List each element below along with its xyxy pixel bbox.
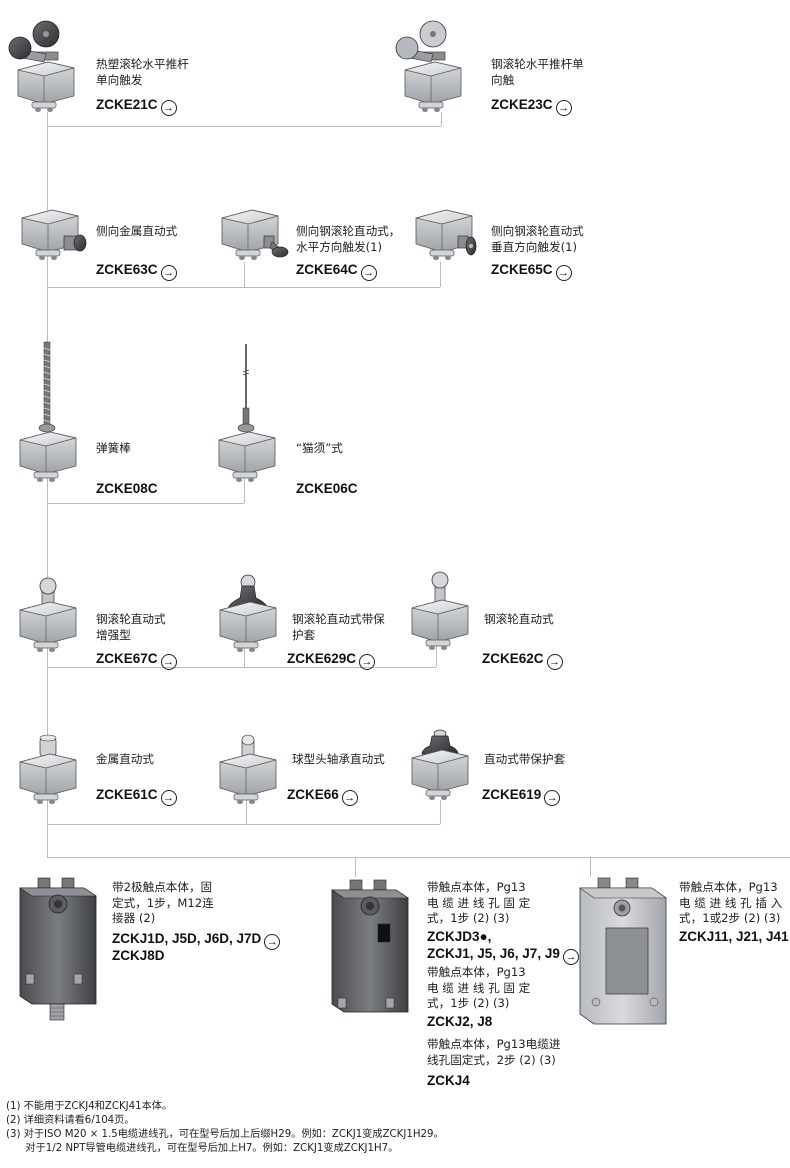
branch-line (355, 857, 356, 877)
arrow-circle-icon[interactable]: → (562, 949, 579, 965)
code-zcke23c[interactable]: ZCKE23C→ (491, 96, 572, 116)
arrow-circle-icon[interactable]: → (359, 654, 376, 670)
branch-line (244, 478, 245, 503)
product-image-zcke23c (393, 18, 475, 114)
desc-zcke08c: 弹簧棒 (96, 441, 131, 455)
desc-body-zckj4: 带触点本体，Pg13电缆进 线孔固定式，2步 (2) (3) (427, 1037, 561, 1067)
arrow-circle-icon[interactable]: → (555, 100, 572, 116)
branch-line (244, 262, 245, 287)
footnote-2: (2) 详细资料请看6/104页。 (6, 1115, 135, 1126)
desc-zcke629c: 钢滚轮直动式带保 护套 (292, 612, 385, 642)
code-zcke62c[interactable]: ZCKE62C→ (482, 650, 563, 670)
product-image-zckj11-body (576, 874, 676, 1044)
arrow-circle-icon[interactable]: → (160, 265, 177, 281)
row2-connector (47, 287, 440, 288)
arrow-circle-icon[interactable]: → (264, 934, 281, 950)
product-image-zcke61c (14, 728, 94, 804)
branch-line (440, 262, 441, 287)
code-zcke21c[interactable]: ZCKE21C→ (96, 96, 177, 116)
desc-body-zckjd3: 带触点本体，Pg13 电 缆 进 线 孔 固 定 式，1步 (2) (3) (427, 880, 531, 925)
arrow-circle-icon[interactable]: → (546, 654, 563, 670)
arrow-circle-icon[interactable]: → (341, 790, 358, 806)
product-image-zcke06c (212, 338, 292, 483)
desc-zcke619: 直动式带保护套 (484, 752, 566, 766)
desc-zcke67c: 钢滚轮直动式 增强型 (96, 612, 166, 642)
desc-zcke64c: 侧向钢滚轮直动式， 水平方向触发(1) (296, 224, 401, 254)
bodies-connector (47, 857, 790, 858)
code-zckj8d: ZCKJ8D (112, 948, 165, 963)
desc-body-zckj11: 带触点本体，Pg13 电 缆 进 线 孔 插 入 式，1或2步 (2) (3) (679, 880, 783, 925)
code-zcke619[interactable]: ZCKE619→ (482, 786, 561, 806)
code-zckj11: ZCKJ11, J21, J41 (679, 929, 789, 944)
product-image-zcke65c (408, 202, 488, 272)
product-image-zcke21c (6, 18, 88, 114)
desc-body-zckj2: 带触点本体，Pg13 电 缆 进 线 孔 固 定 式，1步 (2) (3) (427, 965, 531, 1010)
desc-zcke21c: 热塑滚轮水平推杆 单向触发 (96, 57, 189, 87)
product-image-zckj1-body (326, 876, 416, 1036)
code-zcke06c: ZCKE06C (296, 481, 358, 496)
product-image-zcke62c (406, 568, 486, 650)
product-image-zcke64c (214, 202, 294, 272)
main-trunk-line (47, 112, 48, 857)
code-zckj1[interactable]: ZCKJ1, J5, J6, J7, J9→ (427, 945, 579, 965)
branch-line (244, 645, 245, 667)
arrow-circle-icon[interactable]: → (160, 654, 177, 670)
code-zckj2: ZCKJ2, J8 (427, 1014, 493, 1029)
row3-connector (47, 503, 244, 504)
product-image-zcke629c (214, 572, 294, 652)
arrow-circle-icon[interactable]: → (360, 265, 377, 281)
product-image-zcke619 (406, 724, 486, 804)
code-zckjd3: ZCKJD3●, (427, 929, 492, 944)
product-image-zcke66 (214, 728, 294, 804)
desc-zcke61c: 金属直动式 (96, 752, 154, 766)
code-zcke61c[interactable]: ZCKE61C→ (96, 786, 177, 806)
code-zckj1d[interactable]: ZCKJ1D, J5D, J6D, J7D→ (112, 930, 281, 950)
desc-zcke23c: 钢滚轮水平推杆单 向触 (491, 57, 584, 87)
branch-line (246, 800, 247, 824)
product-image-zcke08c (14, 338, 94, 483)
code-zcke63c[interactable]: ZCKE63C→ (96, 261, 177, 281)
footnote-3-cont: 对于1/2 NPT导管电缆进线孔，可在型号后加上H7。例如：ZCKJ1变成ZCK… (6, 1143, 399, 1154)
product-image-zcke63c (14, 202, 94, 272)
desc-zcke63c: 侧向金属直动式 (96, 224, 178, 238)
arrow-circle-icon[interactable]: → (555, 265, 572, 281)
desc-zcke66: 球型头轴承直动式 (292, 752, 385, 766)
desc-zcke06c: “猫须”式 (296, 441, 343, 455)
arrow-circle-icon[interactable]: → (160, 100, 177, 116)
product-image-zckj1d-body (14, 874, 104, 1034)
branch-line (441, 112, 442, 126)
code-zckj4: ZCKJ4 (427, 1073, 470, 1088)
desc-zcke62c: 钢滚轮直动式 (484, 612, 554, 626)
code-zcke08c: ZCKE08C (96, 481, 158, 496)
product-image-zcke67c (14, 574, 94, 652)
desc-zcke65c: 侧向钢滚轮直动式 垂直方向触发(1) (491, 224, 584, 254)
desc-body-zckj1d: 带2极触点本体，固 定式，1步，M12连 接器 (2) (112, 880, 214, 925)
branch-line (590, 857, 591, 877)
row1-connector (47, 126, 441, 127)
row4-connector (47, 667, 436, 668)
footnote-3: (3) 对于ISO M20 × 1.5电缆进线孔，可在型号后加上后缀H29。例如… (6, 1129, 444, 1140)
code-zcke65c[interactable]: ZCKE65C→ (491, 261, 572, 281)
code-zcke64c[interactable]: ZCKE64C→ (296, 261, 377, 281)
arrow-circle-icon[interactable]: → (160, 790, 177, 806)
branch-line (440, 800, 441, 824)
branch-line (436, 645, 437, 667)
code-zcke629c[interactable]: ZCKE629C→ (287, 650, 376, 670)
footnote-1: (1) 不能用于ZCKJ4和ZCKJ41本体。 (6, 1101, 173, 1112)
arrow-circle-icon[interactable]: → (544, 790, 561, 806)
row5-connector (47, 824, 440, 825)
code-zcke67c[interactable]: ZCKE67C→ (96, 650, 177, 670)
code-zcke66[interactable]: ZCKE66→ (287, 786, 358, 806)
